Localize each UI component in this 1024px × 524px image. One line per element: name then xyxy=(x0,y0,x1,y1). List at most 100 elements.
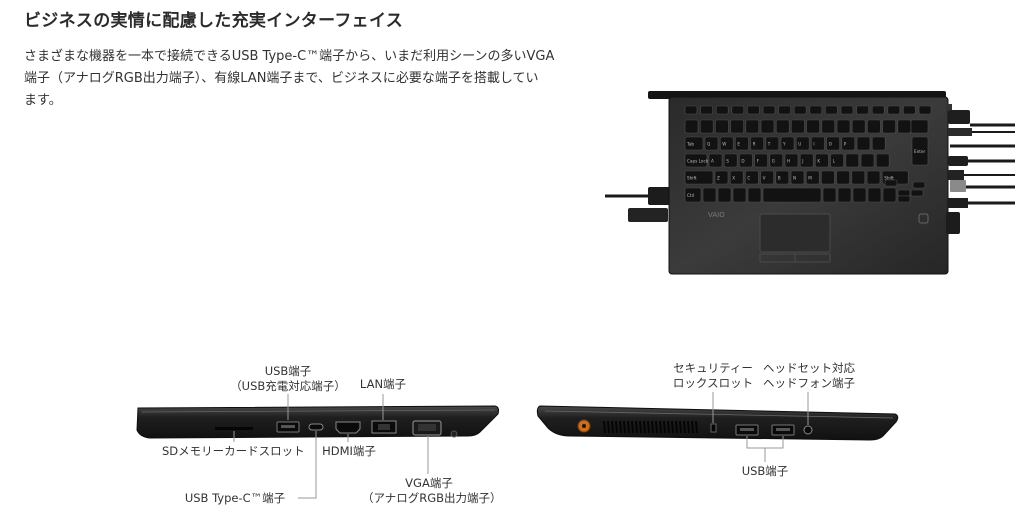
keyboard-key xyxy=(856,105,869,115)
keyboard-key xyxy=(780,136,795,151)
keyboard-key xyxy=(684,187,702,203)
keyboard-key xyxy=(769,153,784,168)
keyboard-key-label: S xyxy=(726,159,729,164)
keyboard-key xyxy=(911,136,929,166)
keyboard-key xyxy=(903,105,916,115)
keyboard-key-label: H xyxy=(787,159,790,164)
keyboard-key-label: T xyxy=(767,142,771,147)
keyboard-key-label: B xyxy=(778,176,781,181)
label-vga-line2: （アナログRGB出力端子） xyxy=(362,491,502,505)
keyboard-key xyxy=(836,119,851,134)
keyboard-key-label: D xyxy=(741,159,744,164)
keyboard-key xyxy=(811,136,825,151)
keyboard-key-label: Shift xyxy=(884,176,894,181)
keyboard-key xyxy=(760,170,774,185)
section-heading: ビジネスの実情に配慮した充実インターフェイス xyxy=(24,11,404,31)
keyboard-key xyxy=(837,187,852,203)
keyboard-key xyxy=(867,187,882,203)
keyboard-key xyxy=(836,170,850,185)
label-headphone: ヘッドセット対応 ヘッドフォン端子 xyxy=(760,361,858,391)
keyboard-key xyxy=(760,119,775,134)
keyboard-key xyxy=(845,153,860,168)
keyboard-key xyxy=(821,170,835,185)
keyboard-key xyxy=(918,105,932,115)
keyboard-key xyxy=(784,153,799,168)
keyboard-key xyxy=(809,105,823,115)
keyboard-key-label: Ctrl xyxy=(687,193,694,198)
vent-slot xyxy=(643,420,646,434)
keyboard-key xyxy=(704,136,719,151)
keyboard-key xyxy=(739,153,753,168)
keyboard-key xyxy=(745,170,759,185)
keyboard-key-label: Shift xyxy=(687,176,697,181)
keyboard-key xyxy=(825,105,838,115)
keyboard-key xyxy=(778,105,791,115)
keyboard-key xyxy=(715,105,729,115)
keyboard-key xyxy=(840,105,854,115)
keyboard-key xyxy=(799,153,814,168)
vent-slot xyxy=(619,420,622,434)
keyboard-key xyxy=(791,119,805,134)
label-security-slot: セキュリティー ロックスロット xyxy=(668,361,758,391)
keyboard-key-label: E xyxy=(737,142,740,147)
keyboard-key xyxy=(821,119,836,134)
keyboard-key xyxy=(795,136,810,151)
keyboard-key xyxy=(684,119,699,134)
keyboard-key xyxy=(860,153,875,168)
keyboard-key xyxy=(684,105,698,115)
keyboard-key xyxy=(745,119,760,134)
label-vga-line1: VGA端子 xyxy=(405,476,453,490)
keyboard-key xyxy=(884,179,898,187)
keyboard-key xyxy=(684,136,704,151)
keyboard-key xyxy=(747,187,762,203)
hdmi-port xyxy=(335,421,361,434)
left-cables xyxy=(605,187,670,222)
description-line-1: さまざまな機器を一本で接続できるUSB Type-C™端子から、いまだ利用シーン… xyxy=(24,49,555,64)
label-security-line2: ロックスロット xyxy=(672,376,754,390)
keyboard-key-label: U xyxy=(798,142,801,147)
description-line-3: ます。 xyxy=(24,93,62,108)
vent-slot xyxy=(667,420,670,434)
headphone-jack xyxy=(803,425,813,435)
keyboard-key-label: Caps Lock xyxy=(687,159,709,164)
keyboard-key-label: Enter xyxy=(914,149,926,154)
keyboard-key xyxy=(714,170,729,185)
vent-slot xyxy=(671,420,674,434)
keyboard-key xyxy=(700,105,713,115)
keyboard-key-label: A xyxy=(711,159,714,164)
keyboard-key-label: K xyxy=(817,159,820,164)
keyboard-key xyxy=(822,187,837,203)
keyboard-key xyxy=(910,119,929,134)
keyboard-key xyxy=(717,187,732,203)
label-usb-right: USB端子 xyxy=(741,464,789,478)
touchpad xyxy=(759,213,831,253)
vent-slot xyxy=(639,420,642,434)
keyboard-key-label: Q xyxy=(707,142,711,147)
laptop-left-side xyxy=(136,405,500,439)
vent-slot xyxy=(615,420,618,434)
vent-slot xyxy=(607,420,610,434)
label-lan: LAN端子 xyxy=(359,377,407,391)
vent-slot xyxy=(603,420,606,434)
keyboard-key xyxy=(897,195,911,203)
keyboard-key xyxy=(708,153,723,168)
keyboard-key xyxy=(790,170,805,185)
label-usb-type-c: USB Type-C™端子 xyxy=(184,491,286,505)
keyboard-key xyxy=(765,136,780,151)
keyboard-key-label: X xyxy=(732,176,735,181)
keyboard-key xyxy=(747,105,760,115)
keyboard-key xyxy=(793,105,807,115)
keyboard-key xyxy=(851,119,866,134)
vent-slot xyxy=(627,420,630,434)
label-vga: VGA端子 （アナログRGB出力端子） xyxy=(362,476,502,506)
keyboard-key xyxy=(715,119,729,134)
keyboard-key xyxy=(856,136,871,151)
keyboard-key xyxy=(852,187,867,203)
label-usb-left-line2: （USB充電対応端子） xyxy=(230,379,346,393)
label-security-line1: セキュリティー xyxy=(673,361,753,375)
keyboard-key xyxy=(841,136,856,151)
brand-logo: VAIO xyxy=(708,211,725,219)
keyboard-key xyxy=(762,105,776,115)
